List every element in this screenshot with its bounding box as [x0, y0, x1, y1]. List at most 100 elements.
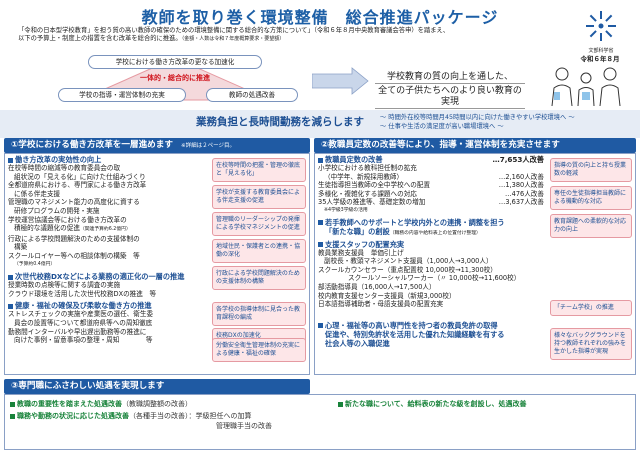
s3-row2-detail-2: 管理職手当の改善 — [216, 422, 272, 430]
band-subtitles: ～ 時間外在校等時間月45時間以内に向けた働きやすい学校環境へ ～ ～ 仕事や生… — [380, 113, 575, 131]
s1-aside: 学校が支援する教育委員会による伴走支援の促進 — [212, 185, 306, 209]
s2-support-item: 副校長・教頭マネジメント支援員（1,000人→3,000人） — [324, 257, 493, 266]
s1-aside: 労働安全衛生管理体制の充実による健康・福祉の確保 — [212, 338, 306, 362]
s1-aside: 在校等時間の把握・管理の徹底と「見える化」 — [212, 158, 306, 182]
section3-heading: ③専門職にふさわしい処遇を実現します — [4, 379, 310, 394]
s1-item: に係る伴走支援 — [14, 189, 61, 198]
document-date: 令和６年８月 — [580, 55, 620, 63]
section3-left: 教職の重要性を踏まえた処遇改善（教職調整額の改善） 職務や勤務の状況に応じた処遇… — [10, 398, 310, 431]
s2-support-item: 日本語指導補助者・母語支援員の配置充実 — [318, 300, 444, 309]
intro-line-1: 「令和の日本型学校教育」を担う質の高い教師の確保のための環境整備に関する総合的な… — [18, 27, 450, 34]
goal-line-2: 全ての子供たちへのより良い教育の実現 — [375, 86, 525, 109]
s1-item-note: （関連予算約6.2億円） — [79, 227, 131, 233]
s1-item: 授業時数の点検等に関する調査の実施 — [8, 281, 121, 290]
s3-row-2: 職務や勤務の状況に応じた処遇改善（各種手当の改善）：学級担任への加算 — [10, 410, 310, 422]
s2-line: 生徒指導担当教師の全中学校への配置…1,380人改善 — [318, 181, 544, 190]
s1-item: ストレスチェックの実施や産業医の選任、衛生委 — [8, 310, 154, 319]
s2-line: 小学校における教科担任制の拡充 — [318, 164, 417, 172]
s1-items2: 授業時数の点検等に関する調査の実施 クラウド環境を活用した次世代校務DXの推進 … — [8, 281, 208, 298]
s2-aside: 専任の生徒指導担当教師による機動的な対応 — [550, 186, 632, 210]
section1-left: 働き方改革の実効性の向上 在校等時間の縮減等の教育委員会の取 組状況の「見える化… — [8, 155, 208, 345]
s2-sub-license: 心理・福祉等の高い専門性を持つ者の教員免許の取得 — [318, 321, 544, 330]
section1-asides: 在校等時間の把握・管理の徹底と「見える化」 学校が支援する教育委員会による伴走支… — [212, 158, 306, 290]
s2-aside: 「チーム学校」の推進 — [550, 300, 632, 316]
s1-item: 積極的な議題化の促進 — [14, 224, 80, 233]
s1-item: スクールロイヤー等への相談体制の構築 等 — [8, 251, 140, 260]
s1-item: 構築 — [14, 243, 28, 252]
s2-sub-license-3: 社会人等の入職促進 — [325, 338, 390, 348]
s2-support-item: 部活動指導員（16,000人→17,500人） — [318, 282, 436, 291]
ministry-name: 文部科学省 — [588, 48, 614, 54]
pillar-treatment: 教師の処遇改善 — [206, 88, 298, 102]
s2-aside: 様々なバックグラウンドを持つ教師それぞれの強みを生かした指導が実現 — [550, 328, 632, 360]
intro-note: （金額・人数は令和７年度概算要求・要望額） — [181, 36, 285, 43]
s2-staff-lines: 小学校における教科担任制の拡充 （中学年、新規採用教師）…2,160人改善 生徒… — [318, 164, 544, 216]
section1-asides-3: 労働安全衛生管理体制の充実による健康・福祉の確保 — [212, 338, 306, 364]
s1-item: 全都道府県における、専門家による働き方改革 — [8, 181, 147, 190]
section2-left: 教職員定数の改善 …7,653人改善 小学校における教科担任制の拡充 （中学年、新… — [318, 155, 544, 348]
band-subtitle-1: ～ 時間外在校等時間月45時間以内に向けた働きやすい学校環境へ ～ — [380, 114, 575, 121]
s1-item: 学校運営協議会等における働き方改革の — [8, 215, 127, 224]
s2-sub-license-2: 促進や、特別免許状を活用した優れた知識経験を有する — [325, 329, 505, 339]
section1-note: ※詳細は２ページ目。 — [180, 143, 235, 149]
people-illustration-icon — [551, 67, 621, 107]
s1-items1: 在校等時間の縮減等の教育委員会の取 組状況の「見える化」に向けた仕組みづくり 全… — [8, 164, 208, 269]
s1-item-note: （予算約0.4億円） — [14, 261, 56, 267]
s1-item: 研修プログラムの開発・実施 — [14, 206, 100, 215]
s3-row1-detail: （教職調整額の改善） — [122, 400, 192, 408]
s3-row-1: 教職の重要性を踏まえた処遇改善（教職調整額の改善） — [10, 398, 310, 410]
section1-heading: ①学校における働き方改革を一層進めます ※詳細は２ページ目。 — [4, 138, 310, 153]
s1-item: クラウド環境を活用した次世代校務DXの推進 等 — [8, 289, 157, 298]
s1-item: 行政による学校問題解決のための支援体制の — [8, 234, 140, 243]
s1-aside: 行政による学校問題解決のための支援体制の構築 — [212, 266, 306, 290]
s3-row2-label: 職務や勤務の状況に応じた処遇改善 — [17, 412, 129, 420]
s1-aside: 地域住民・保護者との連携・協働の深化 — [212, 239, 306, 263]
section1-heading-text: ①学校における働き方改革を一層進めます — [11, 140, 173, 150]
s1-item: 向けた事例・留意事項の整理・周知 等 — [14, 336, 153, 345]
s2-sub1-amount: …7,653人改善 — [492, 155, 545, 164]
s1-items3: ストレスチェックの実施や産業医の選任、衛生委 員会の設置等について都道府県等への… — [8, 310, 208, 344]
s2-support-item: 校内教育支援センター支援員（新規3,000校） — [318, 291, 456, 300]
s2-aside: 教育課題への柔軟的な対応力の向上 — [550, 214, 632, 238]
section3-right: 新たな職について、給料表の新たな級を創設し、処遇改善 — [338, 398, 628, 410]
s2-line: 35人学級の推進等、基礎定数の増加…3,637人改善 — [318, 198, 544, 207]
goal-line-1: 学校教育の質の向上を通した、 — [375, 72, 525, 84]
s2-sub-support: 支援スタッフの配置充実 — [318, 240, 544, 249]
s2-support-item: スクールカウンセラー（重点配置校 10,000校→11,300校） — [318, 265, 497, 274]
s1-item: 在校等時間の縮減等の教育委員会の取 — [8, 164, 121, 172]
section2-asides-3: 様々なバックグラウンドを持つ教師それぞれの強みを生かした指導が実現 — [550, 328, 632, 360]
s2-support-item: スクールソーシャルワーカー（〃 10,000校→11,600校） — [348, 274, 521, 283]
s3-row2-detail: （各種手当の改善）：学級担任への加算 — [129, 412, 252, 420]
ministry-logo-icon — [586, 11, 616, 41]
s1-sub-effectiveness: 働き方改革の実効性の向上 — [8, 155, 208, 164]
pillar-guidance: 学校の指導・運営体制の充実 — [58, 88, 186, 102]
s1-item: 勤務間インターバルや早出遅出勤務等の推進に — [8, 327, 147, 336]
s2-aside: 指導の質の向上と持ち授業数の軽減 — [550, 158, 632, 182]
section2-asides-2: 「チーム学校」の推進 — [550, 300, 632, 316]
s1-item: 組状況の「見える化」に向けた仕組みづくり — [14, 172, 146, 181]
s1-sub-dx: 次世代校務DXなどによる業務の適正化の一層の推進 — [8, 272, 308, 281]
page-title: 教師を取り巻く環境整備 総合推進パッケージ — [141, 8, 499, 27]
s2-lines-note: ※4学級3学級の活用 — [324, 207, 368, 213]
theme-band — [0, 110, 640, 138]
section3-body — [4, 394, 636, 450]
intro-text: 「令和の日本型学校教育」を担う質の高い教師の確保のための環境整備に関する総合的な… — [18, 27, 543, 44]
band-title: 業務負担と長時間勤務を減らします — [196, 116, 364, 128]
pillar-center-label: 一体的・総合的に推進 — [140, 74, 210, 82]
section2-heading: ②教職員定数の改善等により、指導・運営体制を充実させます — [314, 138, 636, 153]
s1-item: 管理職のマネジメント能力の高度化に資する — [8, 198, 140, 207]
s2-line: 多様化・複雑化する課題への対応…476人改善 — [318, 189, 544, 198]
goal-arrow-icon — [312, 67, 369, 95]
band-subtitle-2: ～ 仕事や生活の満足度が高い職場環境へ ～ — [380, 123, 504, 130]
s2-line: （中学年、新規採用教師）…2,160人改善 — [324, 172, 544, 181]
s1-aside: 管理職のリーダーシップの発揮による学校マネジメントの促進 — [212, 212, 306, 236]
pillar-workstyle: 学校における働き方改革の更なる加速化 — [88, 55, 262, 69]
s1-aside: 各学校の指導体制に見合った教育課程の編成 — [212, 302, 306, 326]
s2-sub-newrole-2: 「新たな職」の創設（職務の内容や給料表上の位置付け整理） — [325, 226, 481, 236]
s1-sub-health: 健康・福祉の確保及び柔軟な働き方の推進 — [8, 301, 208, 310]
s2-sub-staffing: 教職員定数の改善 …7,653人改善 — [318, 155, 544, 164]
s2-sub-newrole: 若手教師へのサポートと学校内外との連携・調整を担う — [318, 218, 544, 227]
s2-sub1-label: 教職員定数の改善 — [325, 155, 383, 164]
s1-item: 員会の設置等について都道府県等への周知徹底 — [14, 318, 153, 327]
s2-support-lines: 教員業務支援員 単価引上げ 副校長・教頭マネジメント支援員（1,000人→3,0… — [318, 249, 544, 309]
